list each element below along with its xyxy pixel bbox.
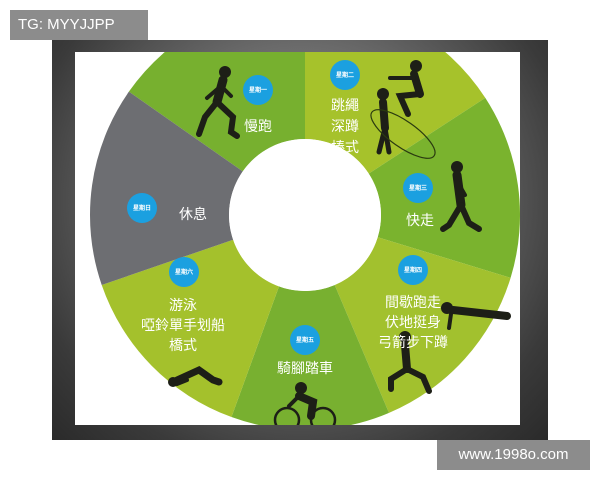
- segment-5: [231, 284, 390, 425]
- activity-label: 休息: [179, 206, 207, 223]
- activity-label: 慢跑: [244, 118, 272, 135]
- activity-label: 間歇跑走: [385, 295, 441, 311]
- watermark-top: TG: MYYJJPP: [10, 10, 148, 40]
- activity-label: 騎腳踏車: [277, 360, 333, 377]
- activity-label: 伏地挺身: [385, 315, 441, 331]
- segment-3: [368, 97, 520, 278]
- squat-icon: [388, 60, 424, 117]
- day-label: 星期三: [409, 184, 427, 192]
- activity-label: 橋式: [169, 338, 197, 354]
- bridge-icon: [168, 365, 223, 387]
- pushup-icon: [441, 302, 511, 330]
- bicycle-wheel-icon: [309, 406, 337, 425]
- activity-label: 棒式: [331, 140, 359, 156]
- day-badge: [403, 173, 433, 203]
- day-badge: [330, 60, 360, 90]
- segment-7: [90, 91, 243, 285]
- center-hole: [229, 139, 381, 291]
- activity-label: 弓箭步下蹲: [378, 334, 448, 351]
- activity-label: 深蹲: [331, 119, 359, 135]
- day-label: 星期五: [296, 336, 314, 344]
- day-label: 星期六: [175, 268, 193, 276]
- segment-4: [334, 237, 511, 413]
- activity-label: 跳繩: [331, 98, 359, 114]
- day-label: 星期四: [404, 266, 422, 274]
- day-badge: [243, 75, 273, 105]
- rope-icon: [370, 109, 436, 159]
- lunge-icon: [388, 331, 432, 394]
- day-label: 星期一: [249, 86, 267, 94]
- walker-icon: [440, 161, 482, 232]
- day-label: 星期二: [336, 71, 354, 79]
- day-badge: [398, 255, 428, 285]
- day-badge: [127, 193, 157, 223]
- weekly-exercise-wheel-panel: 星期一慢跑 星期二跳繩深蹲棒式星期三快走星期四間歇跑走伏地挺身弓箭步下蹲 星期五騎腳…: [75, 52, 520, 425]
- activity-label: 快走: [406, 213, 434, 229]
- day-badge: [169, 257, 199, 287]
- cyclist-icon: [287, 382, 318, 420]
- day-badge: [290, 325, 320, 355]
- runner-icon: [196, 66, 240, 139]
- jump-rope-icon: [376, 88, 392, 155]
- day-label: 星期日: [133, 204, 151, 212]
- activity-label: 游泳: [169, 298, 197, 314]
- watermark-bottom: www.1998o.com: [437, 440, 590, 470]
- segment-6: [101, 239, 280, 418]
- bicycle-wheel-icon: [273, 406, 301, 425]
- activity-label: 啞鈴單手划船: [141, 318, 225, 334]
